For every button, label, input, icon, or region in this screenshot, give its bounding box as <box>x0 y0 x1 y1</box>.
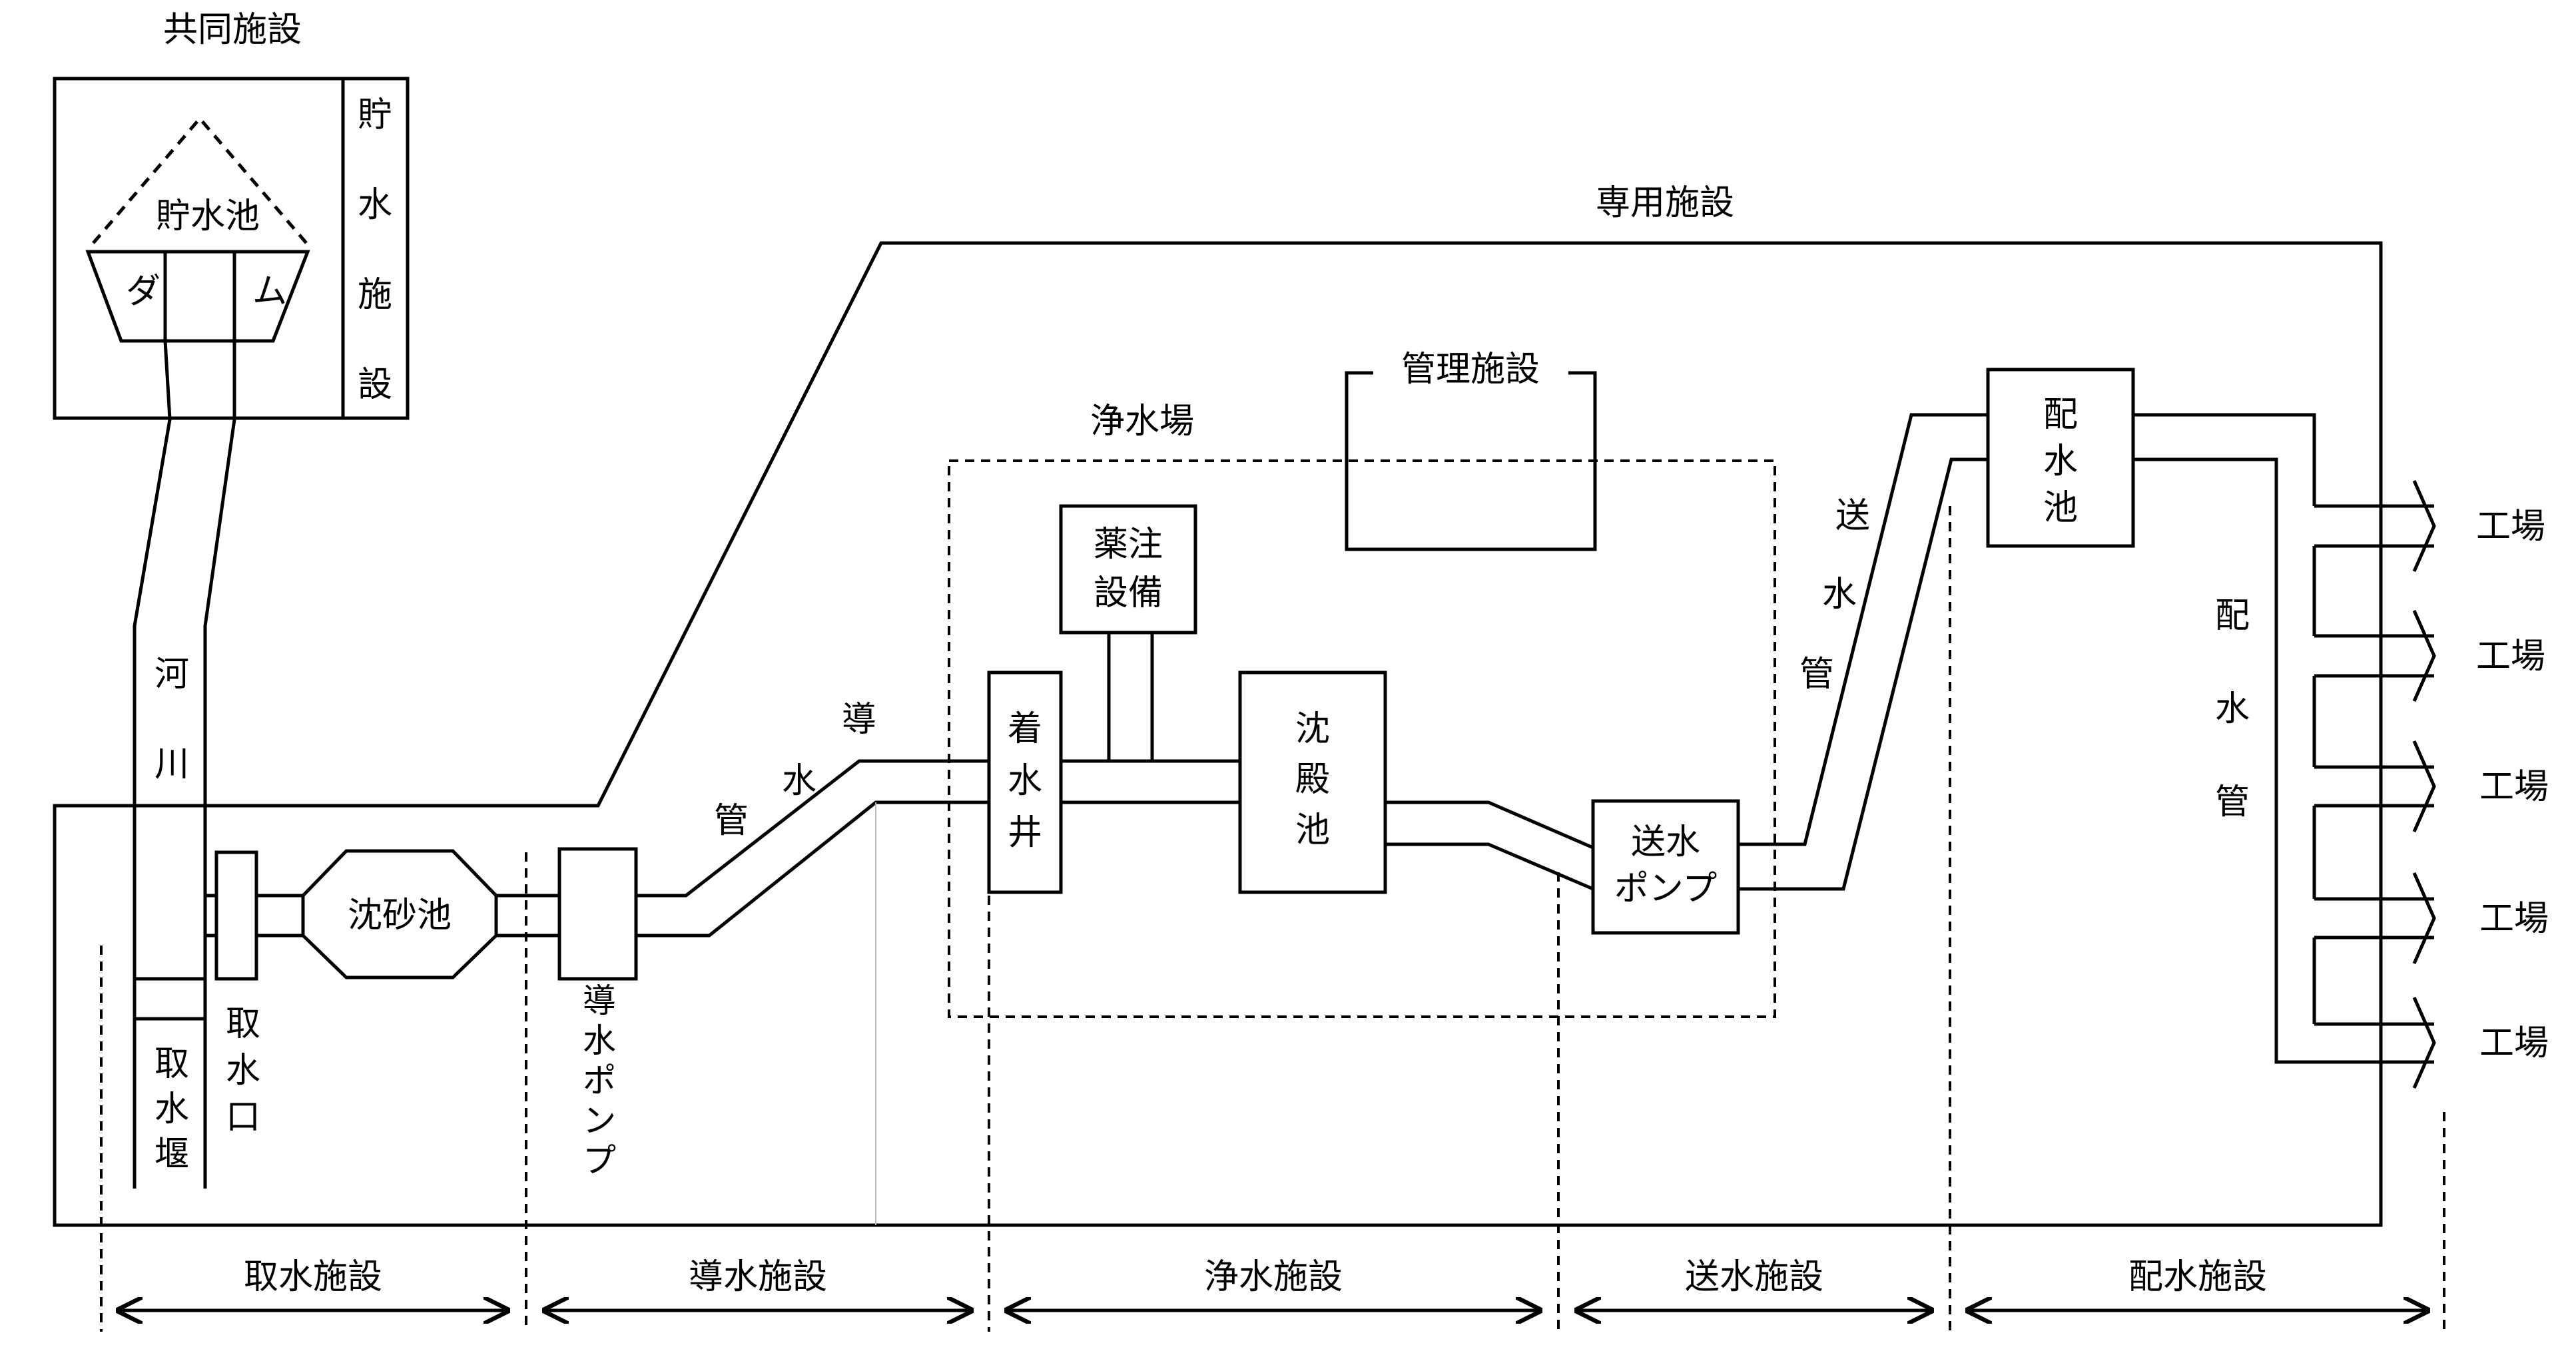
svg-text:水: 水 <box>358 185 392 225</box>
svg-text:水: 水 <box>1822 575 1857 615</box>
svg-text:貯: 貯 <box>358 95 392 135</box>
river <box>133 340 236 1189</box>
svg-text:取: 取 <box>226 1004 260 1044</box>
management-facility-box <box>1345 371 1597 551</box>
transmission-pump-label-1: 送水 <box>1631 822 1700 862</box>
sedimentation-basin-box <box>1238 671 1387 894</box>
svg-text:配: 配 <box>2215 596 2250 636</box>
svg-text:管: 管 <box>2215 782 2250 822</box>
sand-basin-label: 沈砂池 <box>348 896 452 936</box>
reservoir-label: 貯水池 <box>156 196 260 236</box>
svg-text:ポ: ポ <box>583 1061 616 1100</box>
stage-label-transmission: 送水施設 <box>1685 1257 1823 1297</box>
svg-text:取: 取 <box>155 1044 189 1084</box>
svg-text:水: 水 <box>155 1089 189 1129</box>
chemical-dosing-label-1: 薬注 <box>1094 525 1163 565</box>
svg-text:着: 着 <box>1008 709 1042 749</box>
distribution-reservoir-label: 配 水 池 <box>2043 395 2078 528</box>
svg-text:井: 井 <box>1008 813 1042 853</box>
svg-text:導: 導 <box>583 981 616 1020</box>
stage-label-intake: 取水施設 <box>244 1257 382 1297</box>
conduit-pump-label: 導 水 ポ ン プ <box>583 981 616 1180</box>
svg-text:沈: 沈 <box>1295 709 1330 749</box>
factory-outlets <box>2381 479 2436 1089</box>
svg-text:設: 設 <box>358 365 392 405</box>
chemical-dosing-label-2: 設備 <box>1094 573 1163 613</box>
svg-text:堰: 堰 <box>155 1135 189 1175</box>
conduit-pump-box <box>557 847 638 981</box>
svg-text:水: 水 <box>1008 761 1042 801</box>
factory-label-3: 工場 <box>2479 767 2549 807</box>
river-label: 河 川 <box>155 655 189 784</box>
receiving-well-label: 着 水 井 <box>1008 709 1042 853</box>
svg-text:施: 施 <box>358 275 392 315</box>
conduit-pipe-label-1: 導 <box>842 700 876 740</box>
purification-plant-boundary <box>948 459 1776 1018</box>
svg-text:管: 管 <box>1799 655 1834 694</box>
stage-label-purification: 浄水施設 <box>1204 1257 1343 1297</box>
distribution-pipe-label: 配 水 管 <box>2215 596 2250 822</box>
svg-text:水: 水 <box>583 1021 616 1060</box>
management-facility-label: 管理施設 <box>1401 350 1540 390</box>
svg-text:水: 水 <box>226 1051 260 1091</box>
svg-text:ン: ン <box>583 1101 616 1140</box>
svg-text:口: 口 <box>226 1097 260 1137</box>
svg-text:池: 池 <box>2043 488 2078 528</box>
conduit-pipe-label-3: 管 <box>714 801 749 841</box>
factory-label-1: 工場 <box>2476 507 2545 547</box>
weir-label: 取 水 堰 <box>155 1044 189 1175</box>
receiving-well-box <box>987 671 1063 894</box>
svg-text:送: 送 <box>1835 496 1870 536</box>
dedicated-facility-boundary <box>53 241 2383 1227</box>
stage-label-conduit: 導水施設 <box>689 1257 827 1297</box>
stage-dividers <box>100 506 2445 1332</box>
conduit-pipe-label-2: 水 <box>782 761 816 801</box>
sedimentation-basin-label: 沈 殿 池 <box>1295 709 1330 850</box>
chemical-dosing-box <box>1059 504 1197 635</box>
factory-label-4: 工場 <box>2479 899 2549 939</box>
factory-label-5: 工場 <box>2479 1023 2549 1063</box>
svg-text:水: 水 <box>2215 689 2250 729</box>
shared-facility-box <box>53 77 410 420</box>
dedicated-facility-label: 専用施設 <box>1596 183 1734 223</box>
intake-label: 取 水 口 <box>226 1004 260 1137</box>
stage-label-distribution: 配水施設 <box>2128 1257 2267 1297</box>
svg-text:プ: プ <box>583 1141 616 1180</box>
factory-label-2: 工場 <box>2476 637 2545 677</box>
distribution-pipe <box>2133 413 2381 1064</box>
svg-text:殿: 殿 <box>1295 760 1330 800</box>
svg-text:河: 河 <box>155 655 189 694</box>
svg-text:配: 配 <box>2043 395 2078 435</box>
dam-label-left: ダ <box>126 272 161 312</box>
intake-gate <box>214 850 258 981</box>
shared-facility-label: 共同施設 <box>163 10 302 50</box>
dam-label-right: ム <box>252 272 287 312</box>
reservoir-facility-label: 貯 水 施 設 <box>358 95 392 405</box>
transmission-pipe-label: 送 水 管 <box>1799 496 1870 694</box>
purification-plant-label: 浄水場 <box>1090 402 1194 441</box>
svg-text:水: 水 <box>2043 441 2078 481</box>
transmission-pipe <box>1738 413 1988 891</box>
transmission-pump-label-2: ポンプ <box>1614 869 1717 909</box>
svg-text:川: 川 <box>155 744 189 784</box>
conduit-pipe <box>636 759 989 1225</box>
transmission-pump-box <box>1591 799 1740 935</box>
svg-text:池: 池 <box>1295 810 1330 850</box>
